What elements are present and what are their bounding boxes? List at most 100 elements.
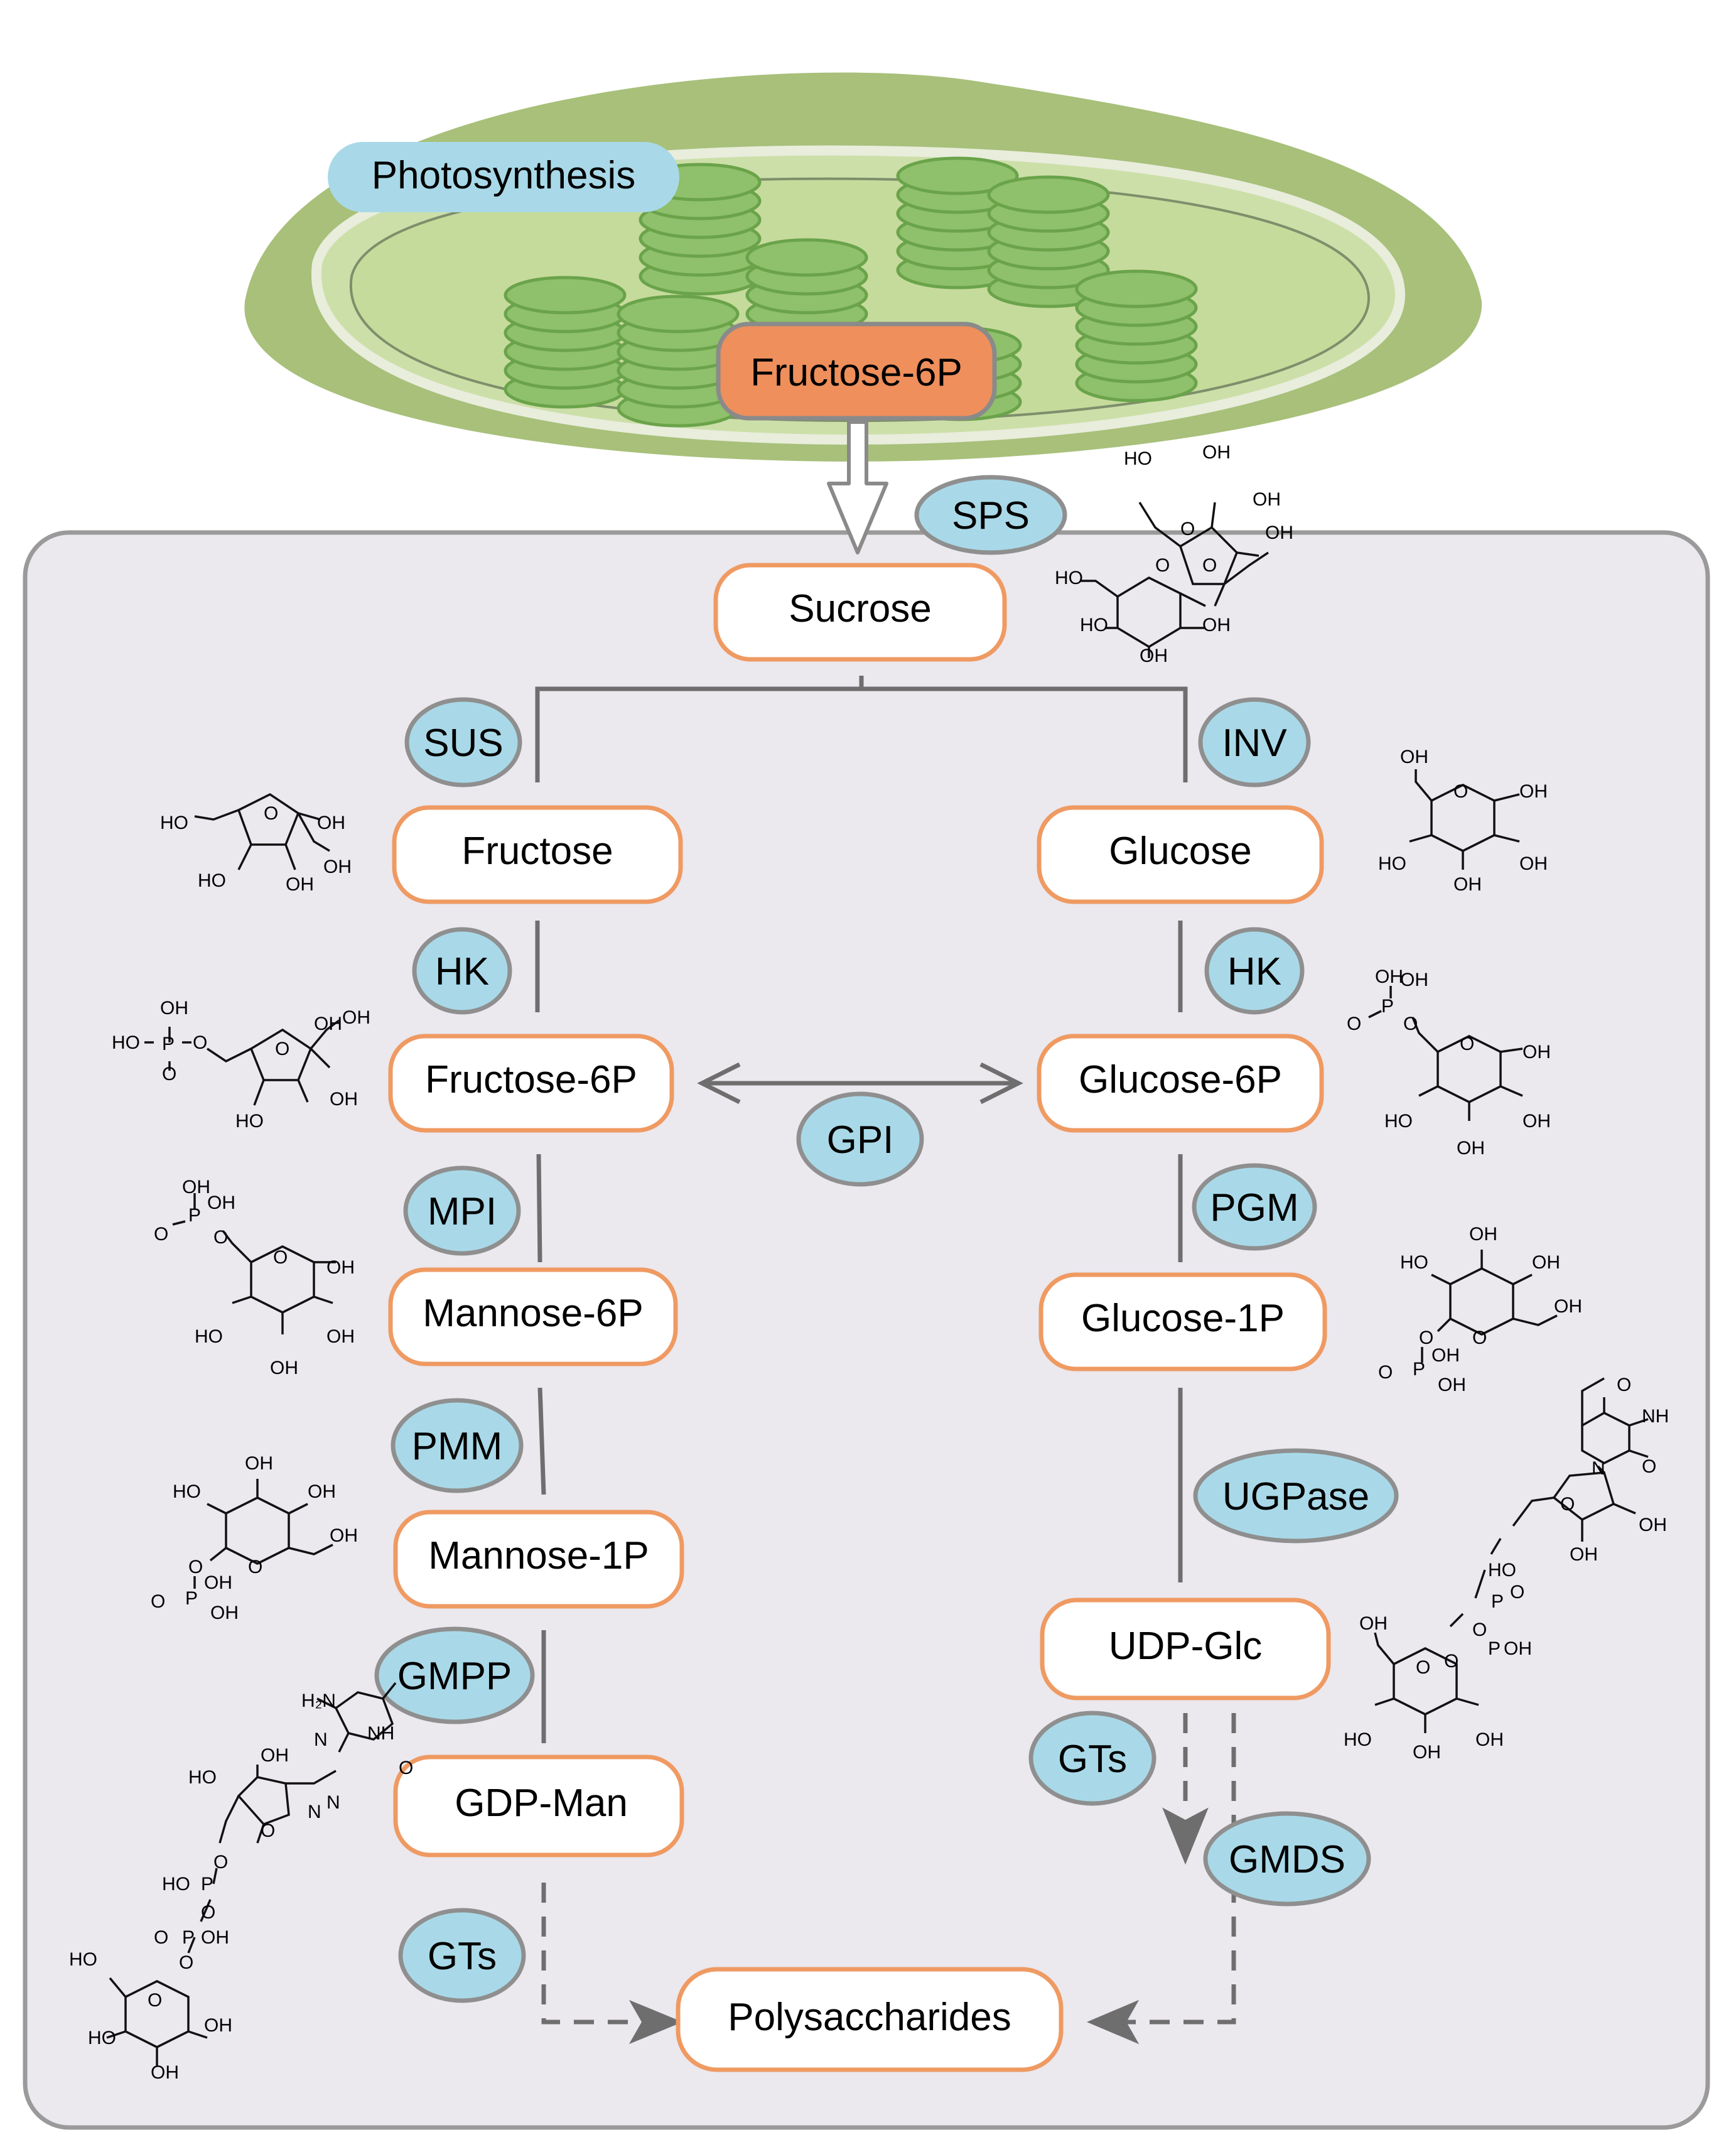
svg-text:HO: HO (188, 1767, 217, 1788)
svg-text:OH: OH (1253, 489, 1281, 510)
thylakoid-stack (1077, 271, 1196, 401)
svg-text:HO: HO (1488, 1560, 1516, 1581)
enzyme-sus: SUS (404, 697, 522, 787)
svg-text:O: O (248, 1557, 262, 1577)
svg-text:OH: OH (1639, 1515, 1667, 1535)
enzyme-hk-left: HK (412, 927, 512, 1015)
pathway-connectors (535, 676, 1188, 1743)
svg-text:O: O (188, 1557, 203, 1577)
enzyme-inv-label: INV (1222, 722, 1287, 765)
svg-text:HO: HO (69, 1949, 97, 1970)
svg-text:OH: OH (160, 998, 188, 1019)
svg-text:O: O (154, 1927, 168, 1948)
svg-text:HO: HO (162, 1874, 190, 1895)
enzyme-gts-left: GTs (398, 1908, 526, 2003)
fructose-6p-box: Fructose-6P (388, 1034, 674, 1133)
svg-text:P: P (1413, 1359, 1425, 1380)
chloroplast-fructose-6p-label: Fructose-6P (750, 351, 962, 394)
gdp-man-box: GDP-Man (393, 1755, 684, 1857)
svg-text:OH: OH (314, 1014, 342, 1034)
svg-text:O: O (1617, 1375, 1631, 1395)
export-arrow (827, 420, 888, 554)
svg-text:O: O (1453, 781, 1468, 802)
svg-text:P: P (201, 1874, 213, 1895)
svg-text:OH: OH (1359, 1613, 1388, 1634)
fructose-label: Fructose (461, 830, 613, 873)
svg-text:N: N (1592, 1458, 1605, 1479)
svg-text:OH: OH (1400, 970, 1428, 990)
svg-text:OH: OH (1504, 1638, 1532, 1659)
enzyme-gts-left-label: GTs (428, 1935, 497, 1978)
mannose-1p-label: Mannose-1P (428, 1534, 649, 1577)
svg-text:O: O (1472, 1327, 1487, 1348)
svg-text:HO: HO (1344, 1729, 1372, 1750)
enzyme-pgm: PGM (1192, 1163, 1317, 1251)
svg-text:HO: HO (198, 870, 226, 891)
enzyme-pmm-label: PMM (412, 1425, 503, 1468)
svg-text:HO: HO (1124, 448, 1152, 469)
mannose-6p-label: Mannose-6P (423, 1292, 644, 1335)
cytosol-panel (23, 530, 1710, 2130)
svg-text:OH: OH (207, 1192, 235, 1213)
enzyme-gts-right: GTs (1028, 1711, 1156, 1806)
structure-fructose: HO O OH OH OH HO (160, 792, 352, 895)
enzyme-gmds: GMDS (1203, 1811, 1371, 1906)
svg-text:O: O (213, 1227, 228, 1248)
svg-text:P: P (1488, 1638, 1501, 1659)
mannose-1p-box: Mannose-1P (393, 1510, 684, 1609)
svg-text:P: P (188, 1205, 201, 1226)
svg-text:O: O (1460, 1034, 1474, 1054)
svg-text:O: O (1560, 1494, 1575, 1515)
mannose-6p-box: Mannose-6P (388, 1267, 678, 1366)
svg-text:OH: OH (1554, 1296, 1582, 1317)
svg-text:OH: OH (1265, 522, 1293, 543)
enzyme-gmpp-label: GMPP (397, 1655, 512, 1698)
svg-text:O: O (162, 1064, 176, 1084)
svg-text:P: P (185, 1588, 198, 1609)
svg-text:OH: OH (1202, 615, 1231, 635)
svg-text:OH: OH (1469, 1224, 1497, 1245)
svg-text:HO: HO (1400, 1252, 1428, 1273)
enzyme-gpi-label: GPI (827, 1118, 894, 1162)
enzyme-ugpase: UGPase (1193, 1448, 1399, 1544)
enzyme-hk-right: HK (1204, 927, 1305, 1015)
enzyme-sps-label: SPS (952, 494, 1030, 538)
structure-mannose-1p: OH HO OH O OH O P OH O OH (151, 1453, 358, 1623)
svg-text:OH: OH (1375, 966, 1403, 987)
svg-text:OH: OH (1519, 781, 1548, 802)
enzyme-gts-right-label: GTs (1058, 1738, 1127, 1781)
svg-text:OH: OH (182, 1177, 210, 1198)
svg-text:OH: OH (1523, 1111, 1551, 1132)
fructose-6p-label: Fructose-6P (425, 1058, 637, 1101)
svg-text:OH: OH (317, 813, 345, 833)
glucose-box: Glucose (1037, 805, 1324, 904)
svg-text:HO: HO (88, 2028, 116, 2048)
enzyme-sus-label: SUS (423, 722, 503, 765)
svg-text:O: O (1403, 1014, 1418, 1034)
chemical-structures: HO OH OH OH O O O HO HO OH OH HO O OH OH… (69, 442, 1669, 2083)
enzyme-hk-right-label: HK (1227, 950, 1281, 993)
svg-text:HO: HO (1378, 853, 1406, 874)
structure-glucose-1p: OH HO OH O OH O P OH O OH (1378, 1224, 1582, 1395)
svg-text:O: O (261, 1820, 275, 1841)
svg-text:NH: NH (367, 1723, 394, 1744)
svg-text:OH: OH (261, 1745, 289, 1766)
enzyme-mpi: MPI (403, 1165, 521, 1256)
udp-glc-label: UDP-Glc (1109, 1625, 1263, 1668)
structure-glucose-6p: OH P OH O O O OH OH OH HO (1347, 966, 1551, 1159)
enzyme-pgm-label: PGM (1210, 1186, 1298, 1230)
structure-mannose-6p: OH P OH O O O OH OH OH HO (154, 1177, 355, 1378)
svg-text:OH: OH (326, 1326, 355, 1347)
svg-text:P: P (162, 1034, 175, 1054)
polysaccharides-label: Polysaccharides (728, 1996, 1011, 2039)
gdp-man-label: GDP-Man (455, 1782, 628, 1825)
svg-text:O: O (148, 1990, 162, 2011)
svg-text:OH: OH (1438, 1375, 1466, 1395)
svg-text:HO: HO (1055, 568, 1083, 588)
svg-text:OH: OH (1523, 1042, 1551, 1062)
enzyme-gpi: GPI (796, 1091, 924, 1187)
thylakoid-stack (505, 278, 625, 407)
svg-text:HO: HO (112, 1032, 140, 1053)
structure-udp-glc: O NH O N O OH OH HO P O O P OH O OH O OH… (1344, 1375, 1669, 1763)
